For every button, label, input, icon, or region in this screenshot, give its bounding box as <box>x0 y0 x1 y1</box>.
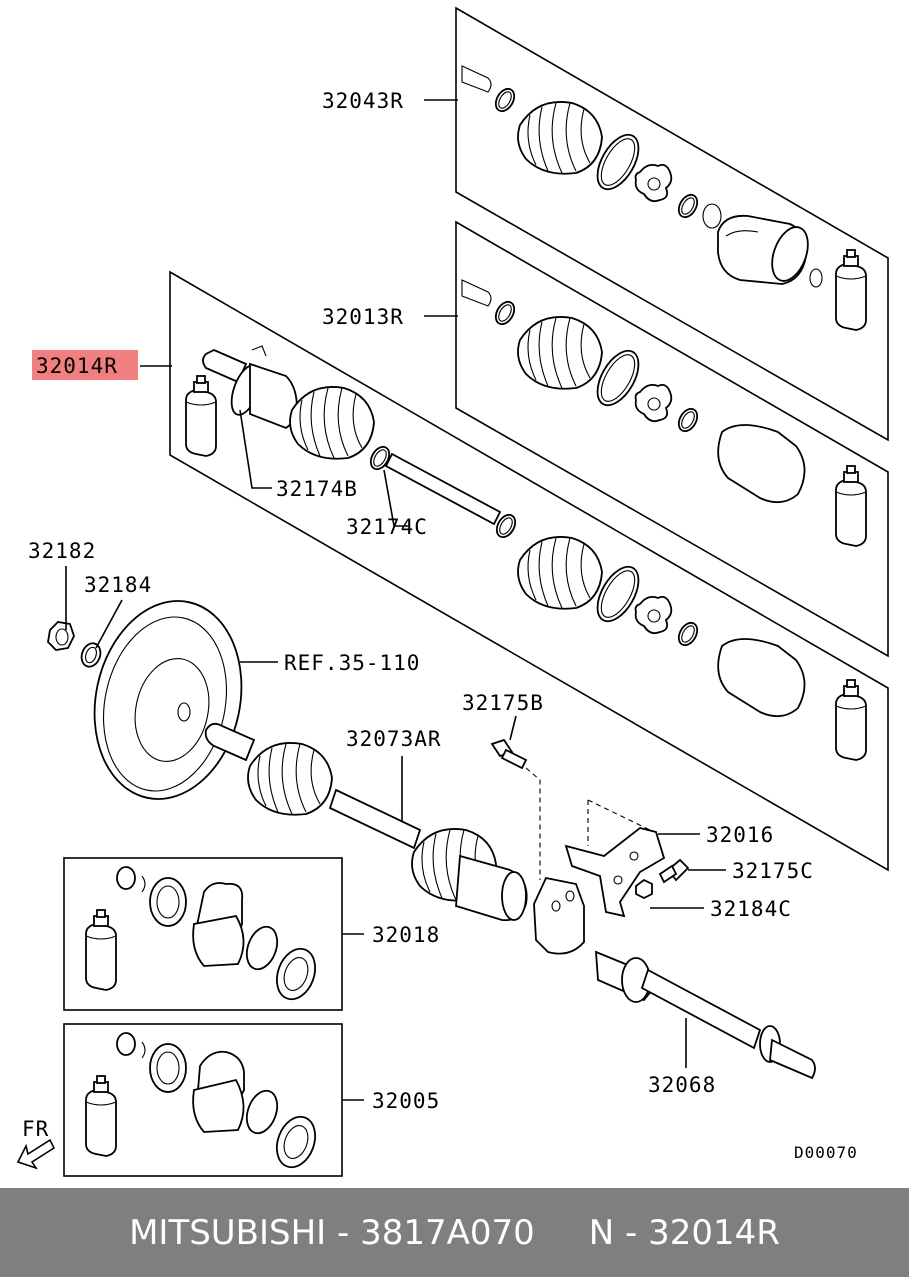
label-32013R: 32013R <box>322 305 404 329</box>
label-32068: 32068 <box>648 1073 716 1097</box>
leader-lines <box>65 99 726 1101</box>
label-32016: 32016 <box>706 823 774 847</box>
label-32174C: 32174C <box>346 515 428 539</box>
label-fr: FR <box>22 1117 49 1141</box>
label-32018: 32018 <box>372 923 440 947</box>
label-32174B: 32174B <box>276 477 358 501</box>
label-32182: 32182 <box>28 539 96 563</box>
kit-box-32018 <box>63 857 343 1011</box>
label-ref-35-110: REF.35-110 <box>284 651 420 675</box>
driveshaft-assembly <box>204 722 528 922</box>
bolt-32175C <box>658 858 690 884</box>
hub-nut <box>47 621 75 651</box>
center-bearing <box>533 876 585 955</box>
panel-32013R <box>455 220 889 658</box>
diagram-code: D00070 <box>794 1143 858 1162</box>
front-arrow-icon <box>16 1138 56 1170</box>
panel-32043R <box>455 6 889 442</box>
label-32184C: 32184C <box>710 897 792 921</box>
bolt-32175B <box>490 738 528 770</box>
washer <box>80 642 102 668</box>
bracket-32016 <box>564 827 666 918</box>
footer-bar: MITSUBISHI - 3817A070 N - 32014R <box>0 1188 909 1277</box>
label-32043R: 32043R <box>322 89 404 113</box>
label-32175C: 32175C <box>732 859 814 883</box>
label-32184: 32184 <box>84 573 152 597</box>
footer-text: MITSUBISHI - 3817A070 N - 32014R <box>129 1212 780 1253</box>
panel-32014R <box>169 270 889 872</box>
label-32175B: 32175B <box>462 691 544 715</box>
nut-32184C <box>635 878 653 900</box>
kit-box-32005 <box>63 1023 343 1177</box>
label-32073AR: 32073AR <box>346 727 442 751</box>
label-32014R: 32014R <box>36 354 118 378</box>
label-32005: 32005 <box>372 1089 440 1113</box>
shaft-32068 <box>594 950 816 1080</box>
highlight-32014R <box>32 350 138 380</box>
brake-disc <box>93 600 243 800</box>
parts-diagram: 32043R 32013R 32014R 32174B 32174C 32182… <box>16 6 889 1177</box>
